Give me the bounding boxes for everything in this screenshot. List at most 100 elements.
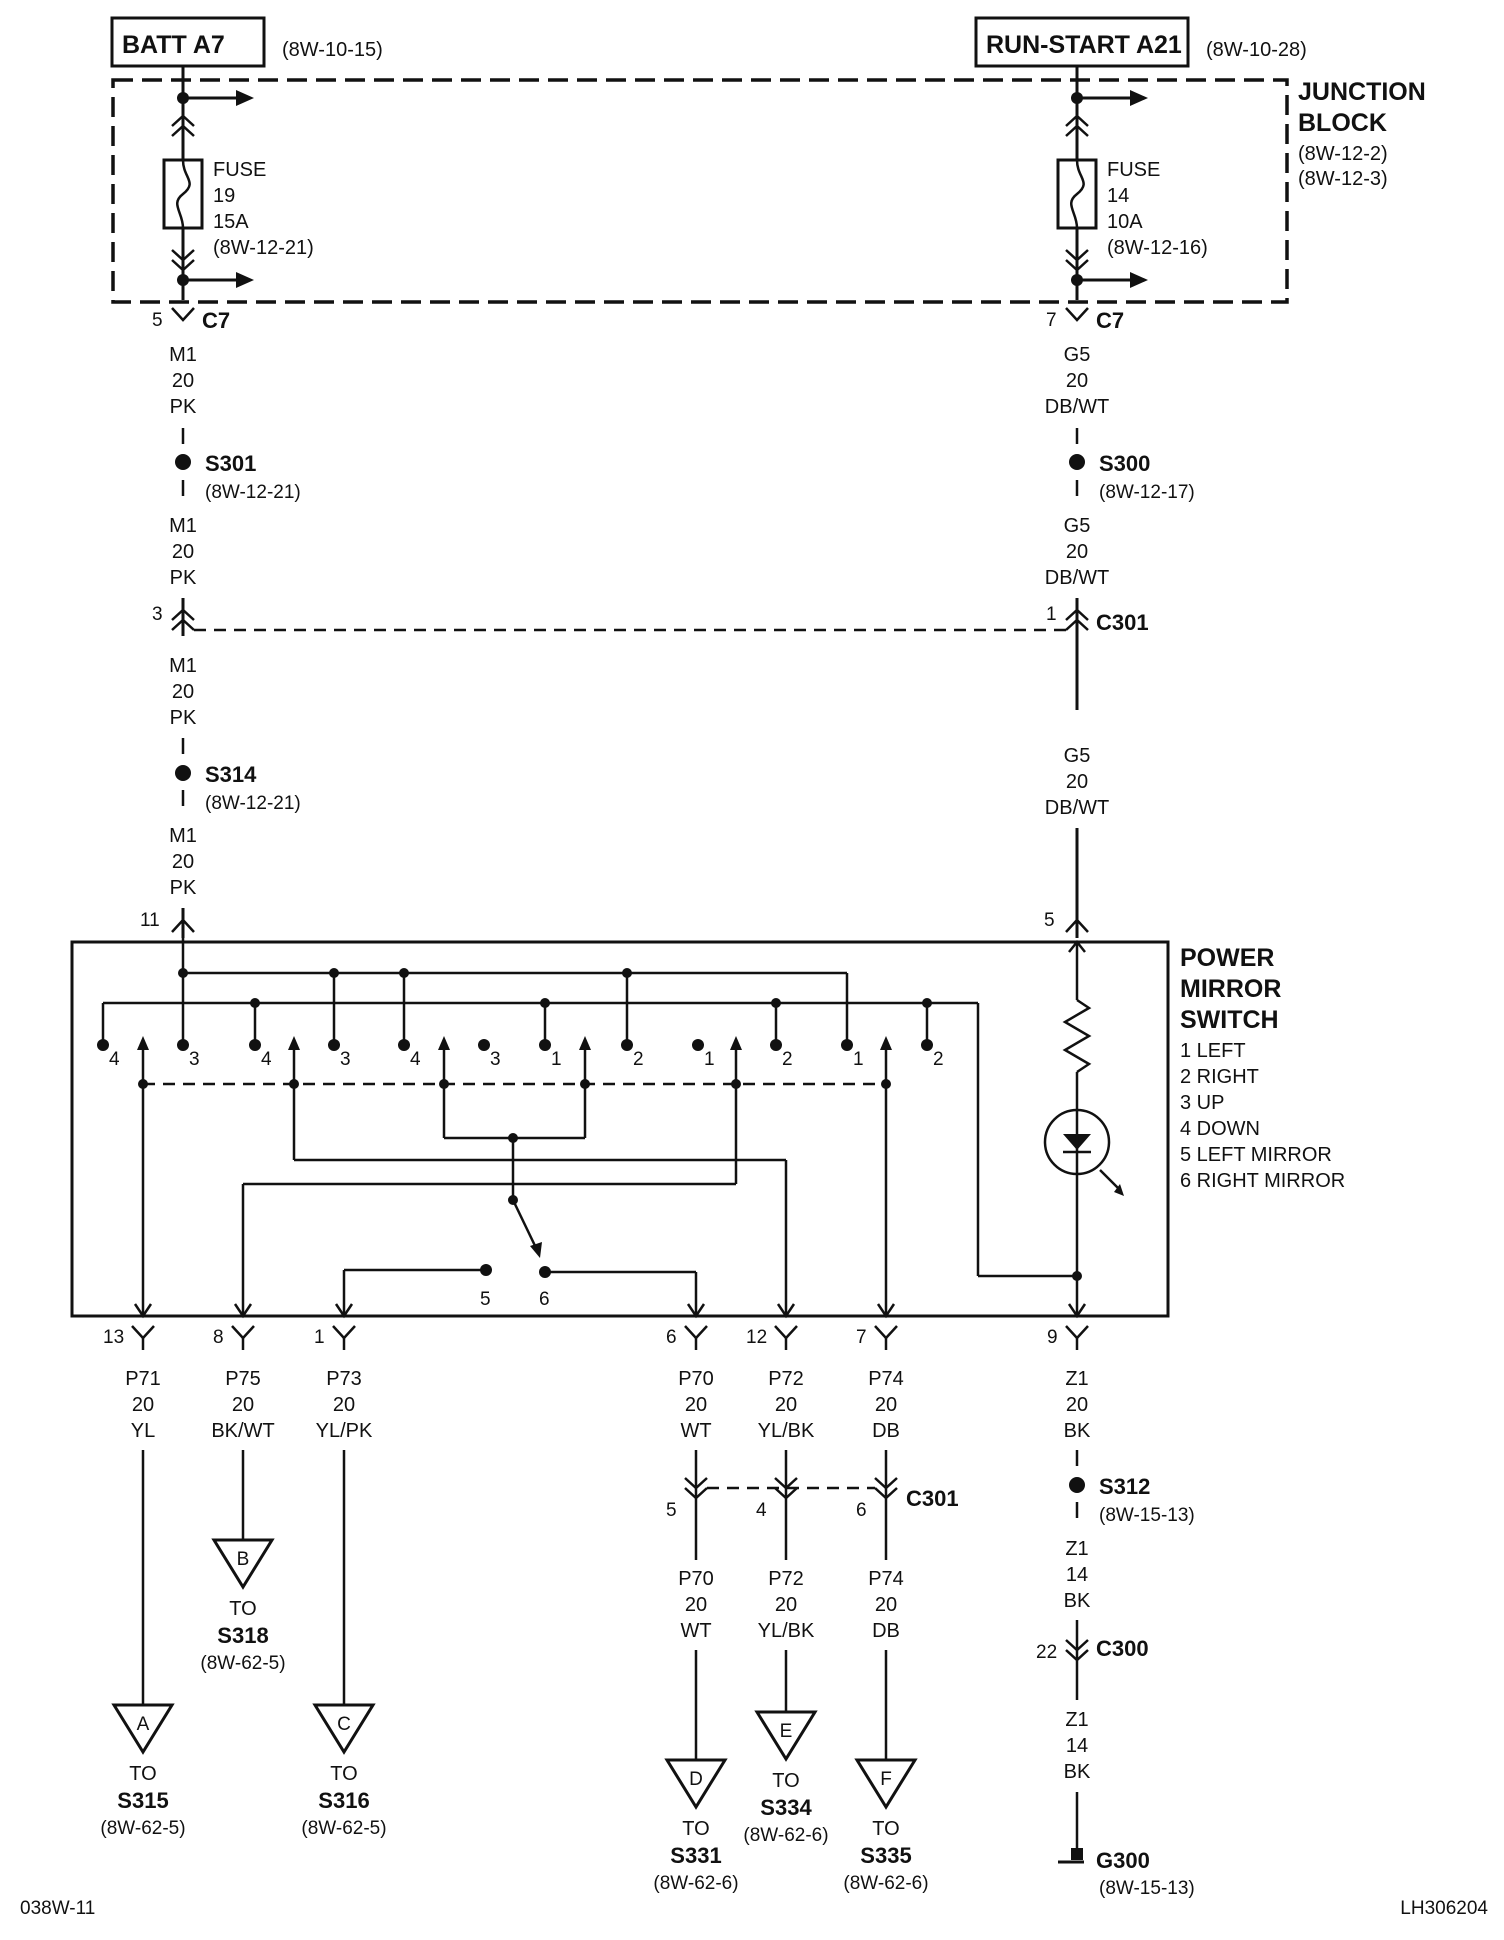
connector-c300: C300 xyxy=(1096,1636,1149,1661)
ground-g300-ref: (8W-15-13) xyxy=(1099,1878,1195,1899)
splice-s314-dot xyxy=(175,765,191,781)
ground-g300: G300 xyxy=(1096,1848,1150,1873)
m1-wire-color-4: PK xyxy=(170,877,197,899)
switch-legend-1: 1 LEFT xyxy=(1180,1040,1246,1062)
footer-right-code: LH306204 xyxy=(1400,1898,1488,1919)
m1-wire-gauge-1: 20 xyxy=(172,370,194,392)
switch-legend-5: 5 LEFT MIRROR xyxy=(1180,1144,1332,1166)
g5-wire-color-2: DB/WT xyxy=(1045,567,1109,589)
batt-source: BATT A7 (8W-10-15) xyxy=(110,16,383,68)
dest-b-splice: S318 xyxy=(217,1623,268,1648)
wire-p74: P74 xyxy=(868,1368,904,1390)
dest-e-to: TO xyxy=(772,1770,799,1792)
wire-p74-gauge: 20 xyxy=(875,1394,897,1416)
dest-f-ref: (8W-62-6) xyxy=(843,1873,928,1894)
dest-d-splice: S331 xyxy=(670,1843,721,1868)
out-pin-8: 8 xyxy=(213,1327,224,1348)
batt-ref: (8W-10-15) xyxy=(282,39,383,61)
wire-p71-gauge: 20 xyxy=(132,1394,154,1416)
wire-p70: P70 xyxy=(678,1368,714,1390)
fuse-14-ref: (8W-12-16) xyxy=(1107,237,1208,259)
fuse-19-number: 19 xyxy=(213,185,235,207)
dest-f-to: TO xyxy=(872,1818,899,1840)
destination-f: F TO S335 (8W-62-6) xyxy=(843,1758,929,1894)
junction-block-ref-1: (8W-12-2) xyxy=(1298,143,1388,165)
wire-p70-color: WT xyxy=(680,1420,711,1442)
footer-left-code: 038W-11 xyxy=(20,1898,95,1919)
dest-c-to: TO xyxy=(330,1763,357,1785)
wire-z1-color: BK xyxy=(1064,1420,1091,1442)
destination-c: C TO S316 (8W-62-5) xyxy=(301,1703,387,1839)
contact-label-5: 4 xyxy=(410,1049,421,1070)
switch-wipers xyxy=(137,1036,892,1316)
lower-wire-p70: P70 xyxy=(678,1568,714,1590)
wire-p72: P72 xyxy=(768,1368,804,1390)
splice-s314-ref: (8W-12-21) xyxy=(205,793,301,814)
switch-pin-5: 5 xyxy=(1044,910,1055,931)
splice-s301-dot xyxy=(175,454,191,470)
m1-wire-gauge-3: 20 xyxy=(172,681,194,703)
contact-label-9: 1 xyxy=(704,1049,715,1070)
c301-lower-label: C301 xyxy=(906,1486,959,1511)
wire-p75: P75 xyxy=(225,1368,261,1390)
dest-c-ref: (8W-62-5) xyxy=(301,1818,386,1839)
wire-p73-color: YL/PK xyxy=(316,1420,373,1442)
ground-wire-gauge-2: 14 xyxy=(1066,1735,1088,1757)
dest-f-letter: F xyxy=(880,1769,892,1790)
destination-a: A TO S315 (8W-62-5) xyxy=(100,1703,186,1839)
out-pin-1: 1 xyxy=(314,1327,325,1348)
run-start-label: RUN-START A21 xyxy=(986,31,1182,59)
wire-p70-gauge: 20 xyxy=(685,1394,707,1416)
junction-block-title-1: JUNCTION xyxy=(1298,78,1426,106)
ground-circuit: S312 (8W-15-13) Z1 14 BK 22 C300 Z1 14 B… xyxy=(1036,1450,1195,1899)
wire-z1-gauge: 20 xyxy=(1066,1394,1088,1416)
c7-right-pin: 7 xyxy=(1046,310,1057,331)
m1-wire-gauge-2: 20 xyxy=(172,541,194,563)
g5-wire-id-1: G5 xyxy=(1064,344,1091,366)
run-start-source: RUN-START A21 (8W-10-28) xyxy=(974,16,1307,68)
splice-s312-dot xyxy=(1069,1477,1085,1493)
wire-z1: Z1 xyxy=(1065,1368,1088,1390)
wire-p75-gauge: 20 xyxy=(232,1394,254,1416)
contact-label-6: 3 xyxy=(490,1049,501,1070)
c301-lower-pin-4: 4 xyxy=(756,1500,767,1521)
switch-housing xyxy=(70,940,1170,1318)
contact-label-12: 2 xyxy=(933,1049,944,1070)
ground-wire-color-2: BK xyxy=(1064,1761,1091,1783)
splice-s314: S314 xyxy=(205,762,257,787)
out-pin-9: 9 xyxy=(1047,1327,1058,1348)
wire-p71: P71 xyxy=(125,1368,161,1390)
wire-p71-color: YL xyxy=(131,1420,155,1442)
contact-label-8: 2 xyxy=(633,1049,644,1070)
fuse-14-number: 14 xyxy=(1107,185,1129,207)
out-pin-6: 6 xyxy=(666,1327,677,1348)
m1-circuit: M1 20 PK S301 (8W-12-21) M1 20 PK 3 M1 2… xyxy=(140,344,301,938)
switch-legend-4: 4 DOWN xyxy=(1180,1118,1260,1140)
fuse-14-rating: 10A xyxy=(1107,211,1143,233)
dest-b-ref: (8W-62-5) xyxy=(200,1653,285,1674)
g5-wire-color-3: DB/WT xyxy=(1045,797,1109,819)
out-pin-7: 7 xyxy=(856,1327,867,1348)
run-start-ref: (8W-10-28) xyxy=(1206,39,1307,61)
wire-p73-gauge: 20 xyxy=(333,1394,355,1416)
g5-wire-gauge-1: 20 xyxy=(1066,370,1088,392)
m1-wire-gauge-4: 20 xyxy=(172,851,194,873)
dest-a-to: TO xyxy=(129,1763,156,1785)
lower-wire-p74-gauge: 20 xyxy=(875,1594,897,1616)
m1-wire-id-2: M1 xyxy=(169,515,197,537)
resistor-icon xyxy=(1062,998,1092,1074)
switch-legend-3: 3 UP xyxy=(1180,1092,1224,1114)
selector-label-5: 5 xyxy=(480,1289,491,1310)
splice-s301: S301 xyxy=(205,451,256,476)
switch-title-2: MIRROR xyxy=(1180,975,1281,1003)
dest-e-splice: S334 xyxy=(760,1795,812,1820)
m1-wire-color-1: PK xyxy=(170,396,197,418)
junction-block-title-2: BLOCK xyxy=(1298,109,1387,137)
g5-circuit: G5 20 DB/WT S300 (8W-12-17) G5 20 DB/WT … xyxy=(1044,344,1195,938)
ground-wire-id-2: Z1 xyxy=(1065,1709,1088,1731)
dest-a-letter: A xyxy=(137,1714,150,1735)
splice-s300: S300 xyxy=(1099,451,1150,476)
switch-title-3: SWITCH xyxy=(1180,1006,1279,1034)
ground-wire-color-1: BK xyxy=(1064,1590,1091,1612)
c300-pin: 22 xyxy=(1036,1642,1057,1663)
